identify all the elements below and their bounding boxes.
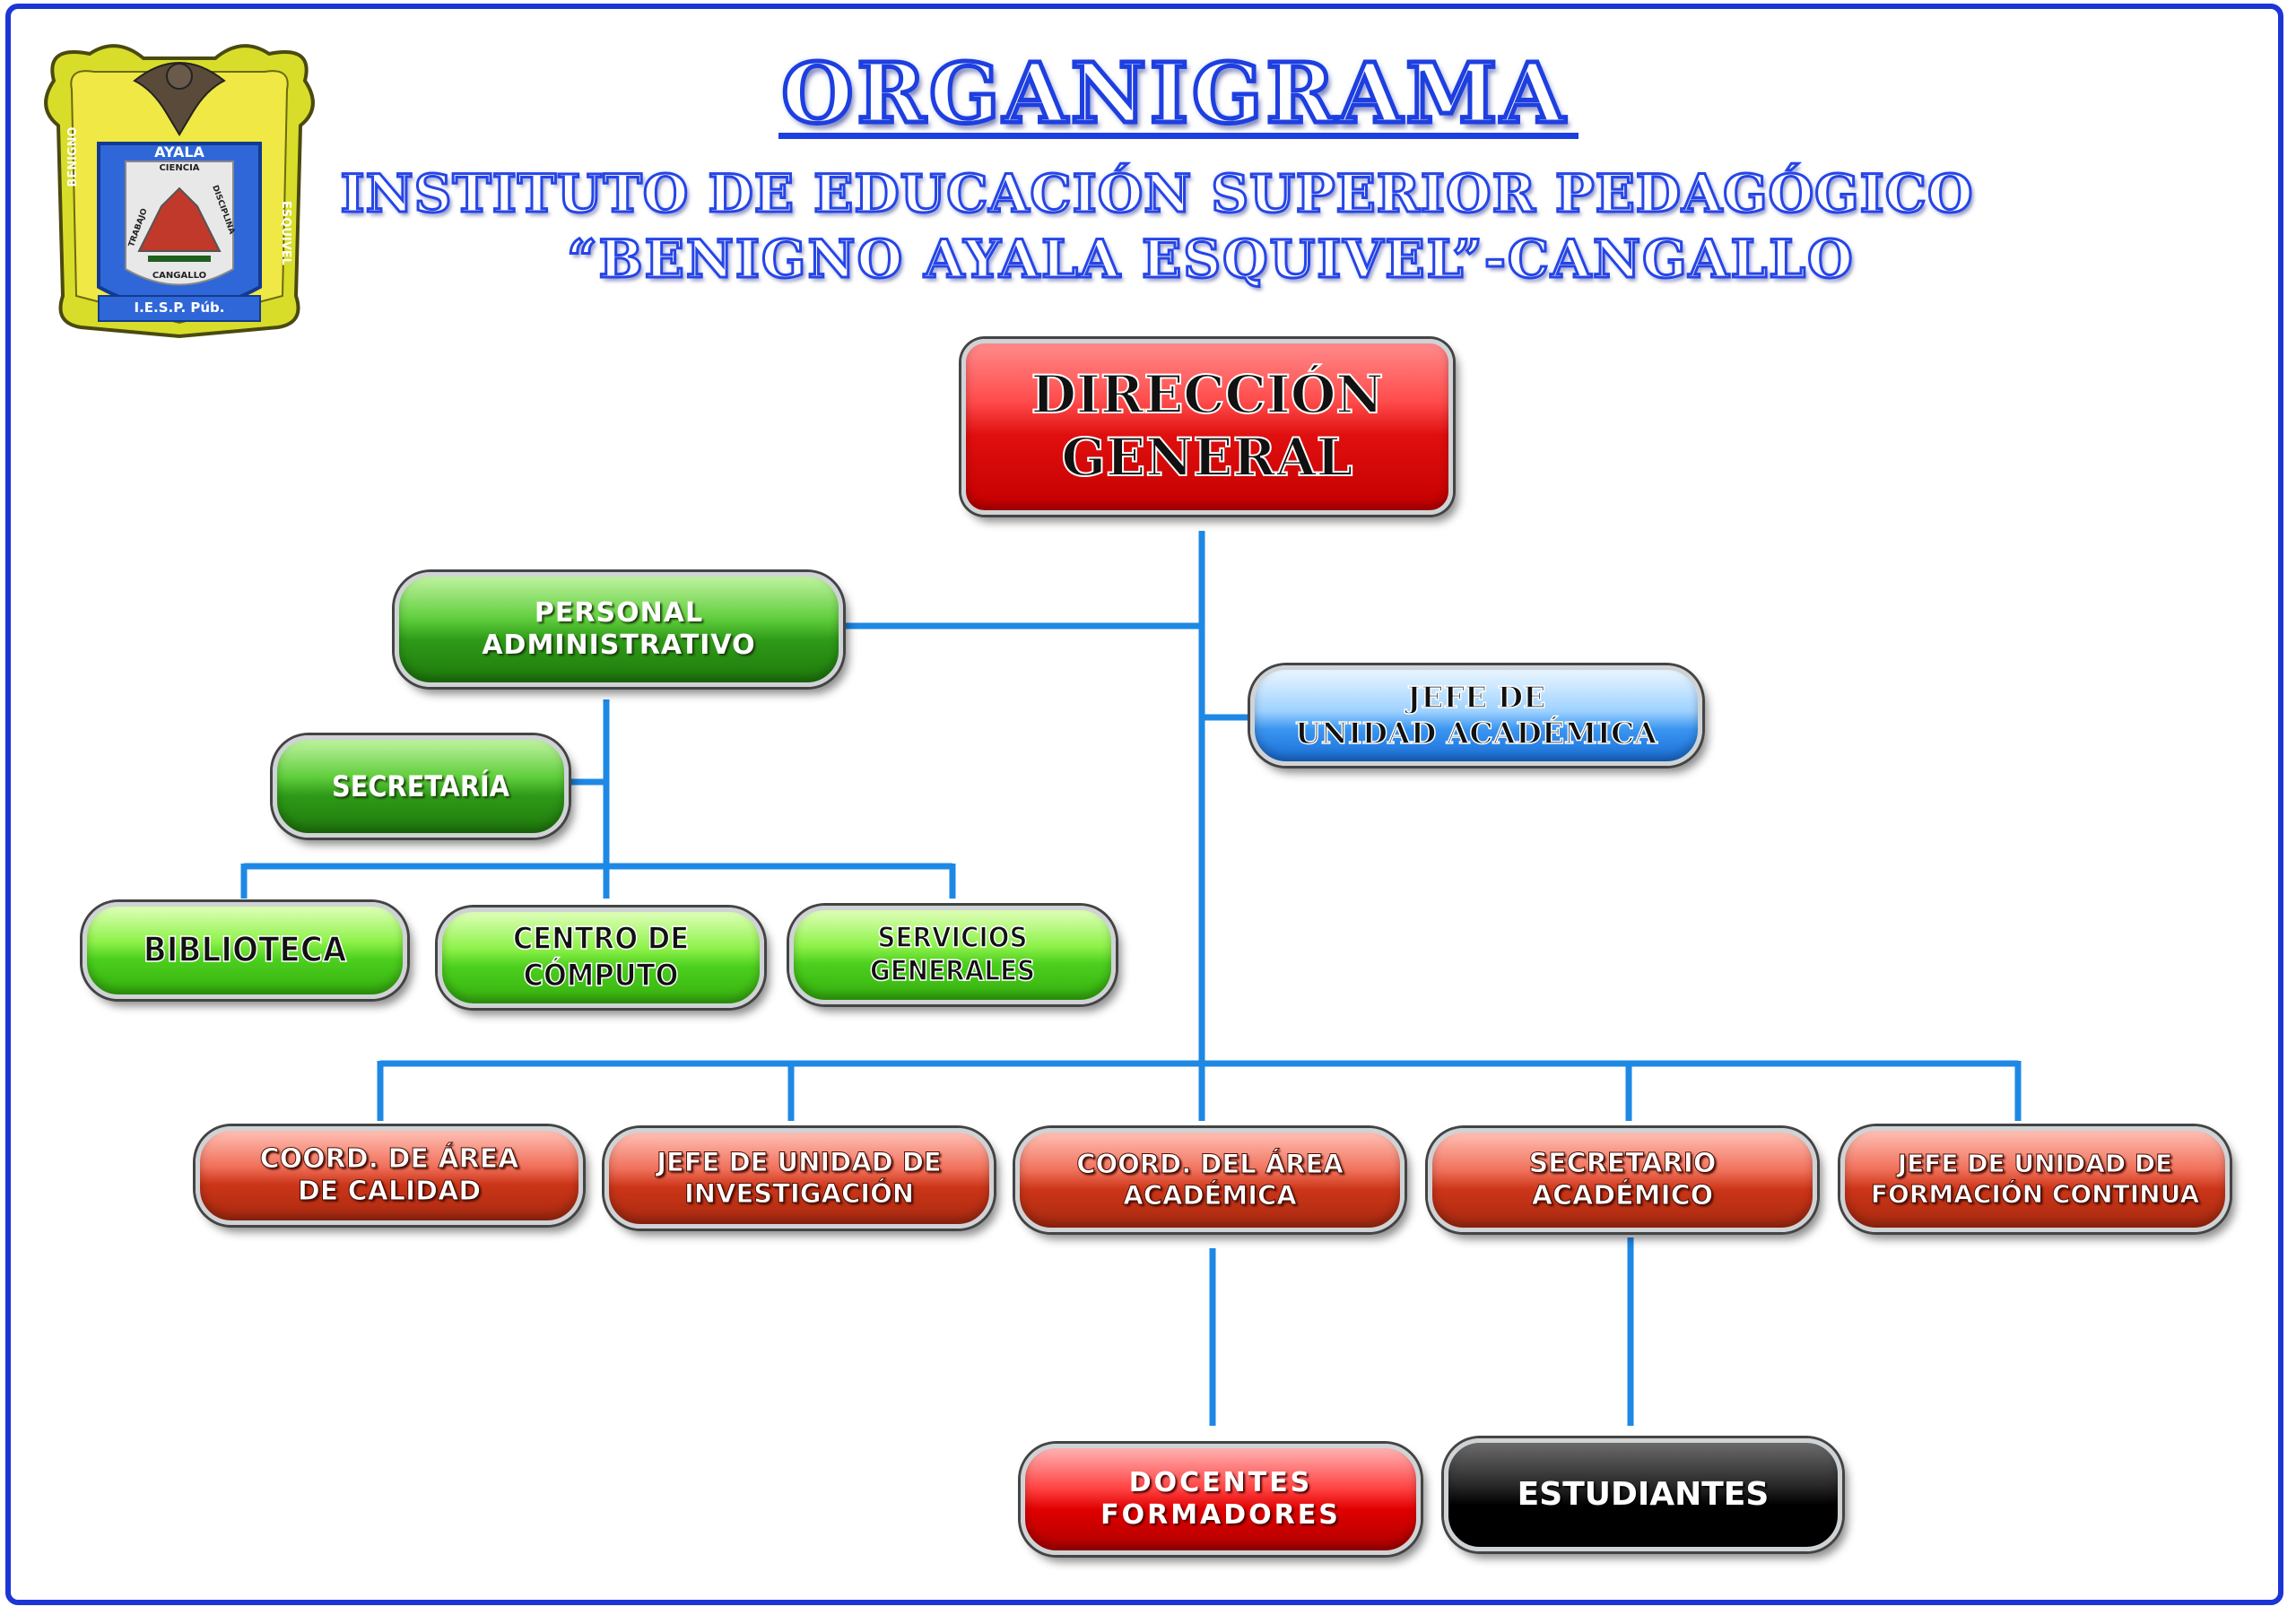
node-docentes-formadores-label: DOCENTES FORMADORES xyxy=(1100,1467,1341,1531)
node-servicios-generales-label: SERVICIOS GENERALES xyxy=(869,921,1036,988)
node-secretaria: SECRETARÍA xyxy=(273,735,569,838)
node-jefe-unidad-academica: JEFE DE UNIDAD ACADÉMICA xyxy=(1250,665,1702,766)
node-coord-area-academica: COORD. DEL ÁREA ACADÉMICA xyxy=(1015,1128,1405,1232)
node-coord-area-academica-label: COORD. DEL ÁREA ACADÉMICA xyxy=(1076,1149,1344,1211)
logo-inner-top-text: CIENCIA xyxy=(159,163,200,173)
node-coord-area-calidad: COORD. DE ÁREA DE CALIDAD xyxy=(196,1126,583,1225)
node-biblioteca: BIBLIOTECA xyxy=(83,902,407,999)
node-secretaria-label: SECRETARÍA xyxy=(332,768,509,803)
node-centro-computo-label: CENTRO DE CÓMPUTO xyxy=(512,920,690,994)
logo-top-text: AYALA xyxy=(154,143,204,161)
node-secretario-academico: SECRETARIO ACADÉMICO xyxy=(1428,1128,1817,1232)
node-personal-administrativo-label: PERSONAL ADMINISTRATIVO xyxy=(482,597,756,661)
node-direccion-general: DIRECCIÓN GENERAL xyxy=(961,339,1453,515)
node-servicios-generales: SERVICIOS GENERALES xyxy=(789,906,1116,1004)
node-centro-computo: CENTRO DE CÓMPUTO xyxy=(438,907,764,1008)
page-frame xyxy=(5,4,2283,1605)
node-jefe-unidad-investigacion-label: JEFE DE UNIDAD DE INVESTIGACIÓN xyxy=(657,1147,942,1210)
logo-inner-bottom-text: CANGALLO xyxy=(152,271,207,281)
logo-bottom-text: I.E.S.P. Púb. xyxy=(134,300,225,316)
node-jefe-formacion-continua-label: JEFE DE UNIDAD DE FORMACIÓN CONTINUA xyxy=(1870,1149,2200,1210)
node-jefe-formacion-continua: JEFE DE UNIDAD DE FORMACIÓN CONTINUA xyxy=(1840,1126,2230,1232)
logo-emblem xyxy=(44,44,315,339)
node-estudiantes: ESTUDIANTES xyxy=(1444,1438,1842,1551)
node-biblioteca-label: BIBLIOTECA xyxy=(143,929,347,970)
node-estudiantes-label: ESTUDIANTES xyxy=(1517,1476,1770,1514)
node-personal-administrativo: PERSONAL ADMINISTRATIVO xyxy=(395,572,843,687)
node-docentes-formadores: DOCENTES FORMADORES xyxy=(1021,1444,1421,1555)
node-jefe-unidad-academica-label: JEFE DE UNIDAD ACADÉMICA xyxy=(1294,680,1657,751)
title-underline xyxy=(778,133,1578,139)
institution-name: INSTITUTO DE EDUCACIÓN SUPERIOR PEDAGÓGI… xyxy=(339,162,1974,226)
node-direccion-general-label: DIRECCIÓN GENERAL xyxy=(1031,363,1385,489)
node-jefe-unidad-investigacion: JEFE DE UNIDAD DE INVESTIGACIÓN xyxy=(604,1128,994,1229)
node-secretario-academico-label: SECRETARIO ACADÉMICO xyxy=(1528,1148,1717,1212)
node-coord-area-calidad-label: COORD. DE ÁREA DE CALIDAD xyxy=(259,1143,519,1208)
institution-logo: AYALA CIENCIA BENIGNO TRABAJO DISCIPLINA… xyxy=(36,27,323,341)
institution-location: “BENIGNO AYALA ESQUIVEL”-CANGALLO xyxy=(566,228,1855,291)
page-title: ORGANIGRAMA xyxy=(779,43,1569,144)
